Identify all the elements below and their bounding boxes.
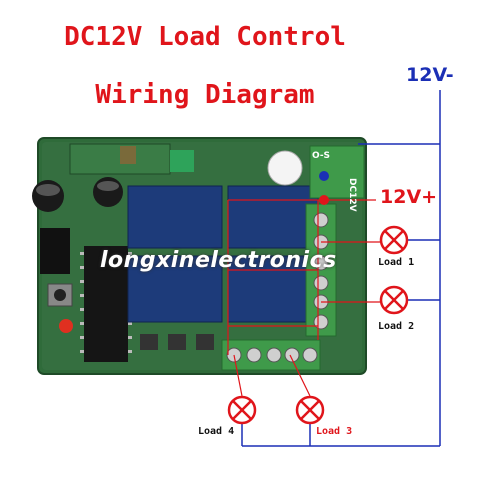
title-line-1: DC12V Load Control (64, 22, 346, 52)
load-1-lamp (379, 225, 409, 255)
negative-terminal-dot (319, 171, 329, 181)
relay-3 (127, 255, 223, 323)
negative-supply-wire (241, 90, 441, 447)
ic-decoder (84, 246, 128, 362)
positive-terminal-dot (319, 195, 329, 205)
terminal-power (309, 145, 365, 199)
load-3-lamp (295, 395, 325, 425)
board-label-os: O-S (312, 151, 330, 161)
relay-2 (227, 185, 319, 249)
load-3-label: Load 3 (316, 426, 353, 437)
load-2-label: Load 2 (378, 321, 415, 332)
positive-supply-wire (227, 199, 384, 397)
relay-1 (127, 185, 223, 249)
load-1-label: Load 1 (378, 257, 415, 268)
supply-negative-label: 12V- (406, 64, 454, 86)
supply-positive-label: 12V+ (380, 186, 438, 208)
board-label-dc12v: DC12V (347, 178, 357, 212)
ic-regulator (40, 228, 70, 274)
status-led (59, 319, 73, 333)
buzzer (267, 150, 303, 186)
watermark: longxinelectronics (100, 248, 337, 273)
load-2-lamp (379, 285, 409, 315)
title-line-2: Wiring Diagram (95, 80, 315, 110)
relay-4 (227, 255, 319, 323)
load-4-label: Load 4 (198, 426, 235, 437)
load-4-lamp (227, 395, 257, 425)
